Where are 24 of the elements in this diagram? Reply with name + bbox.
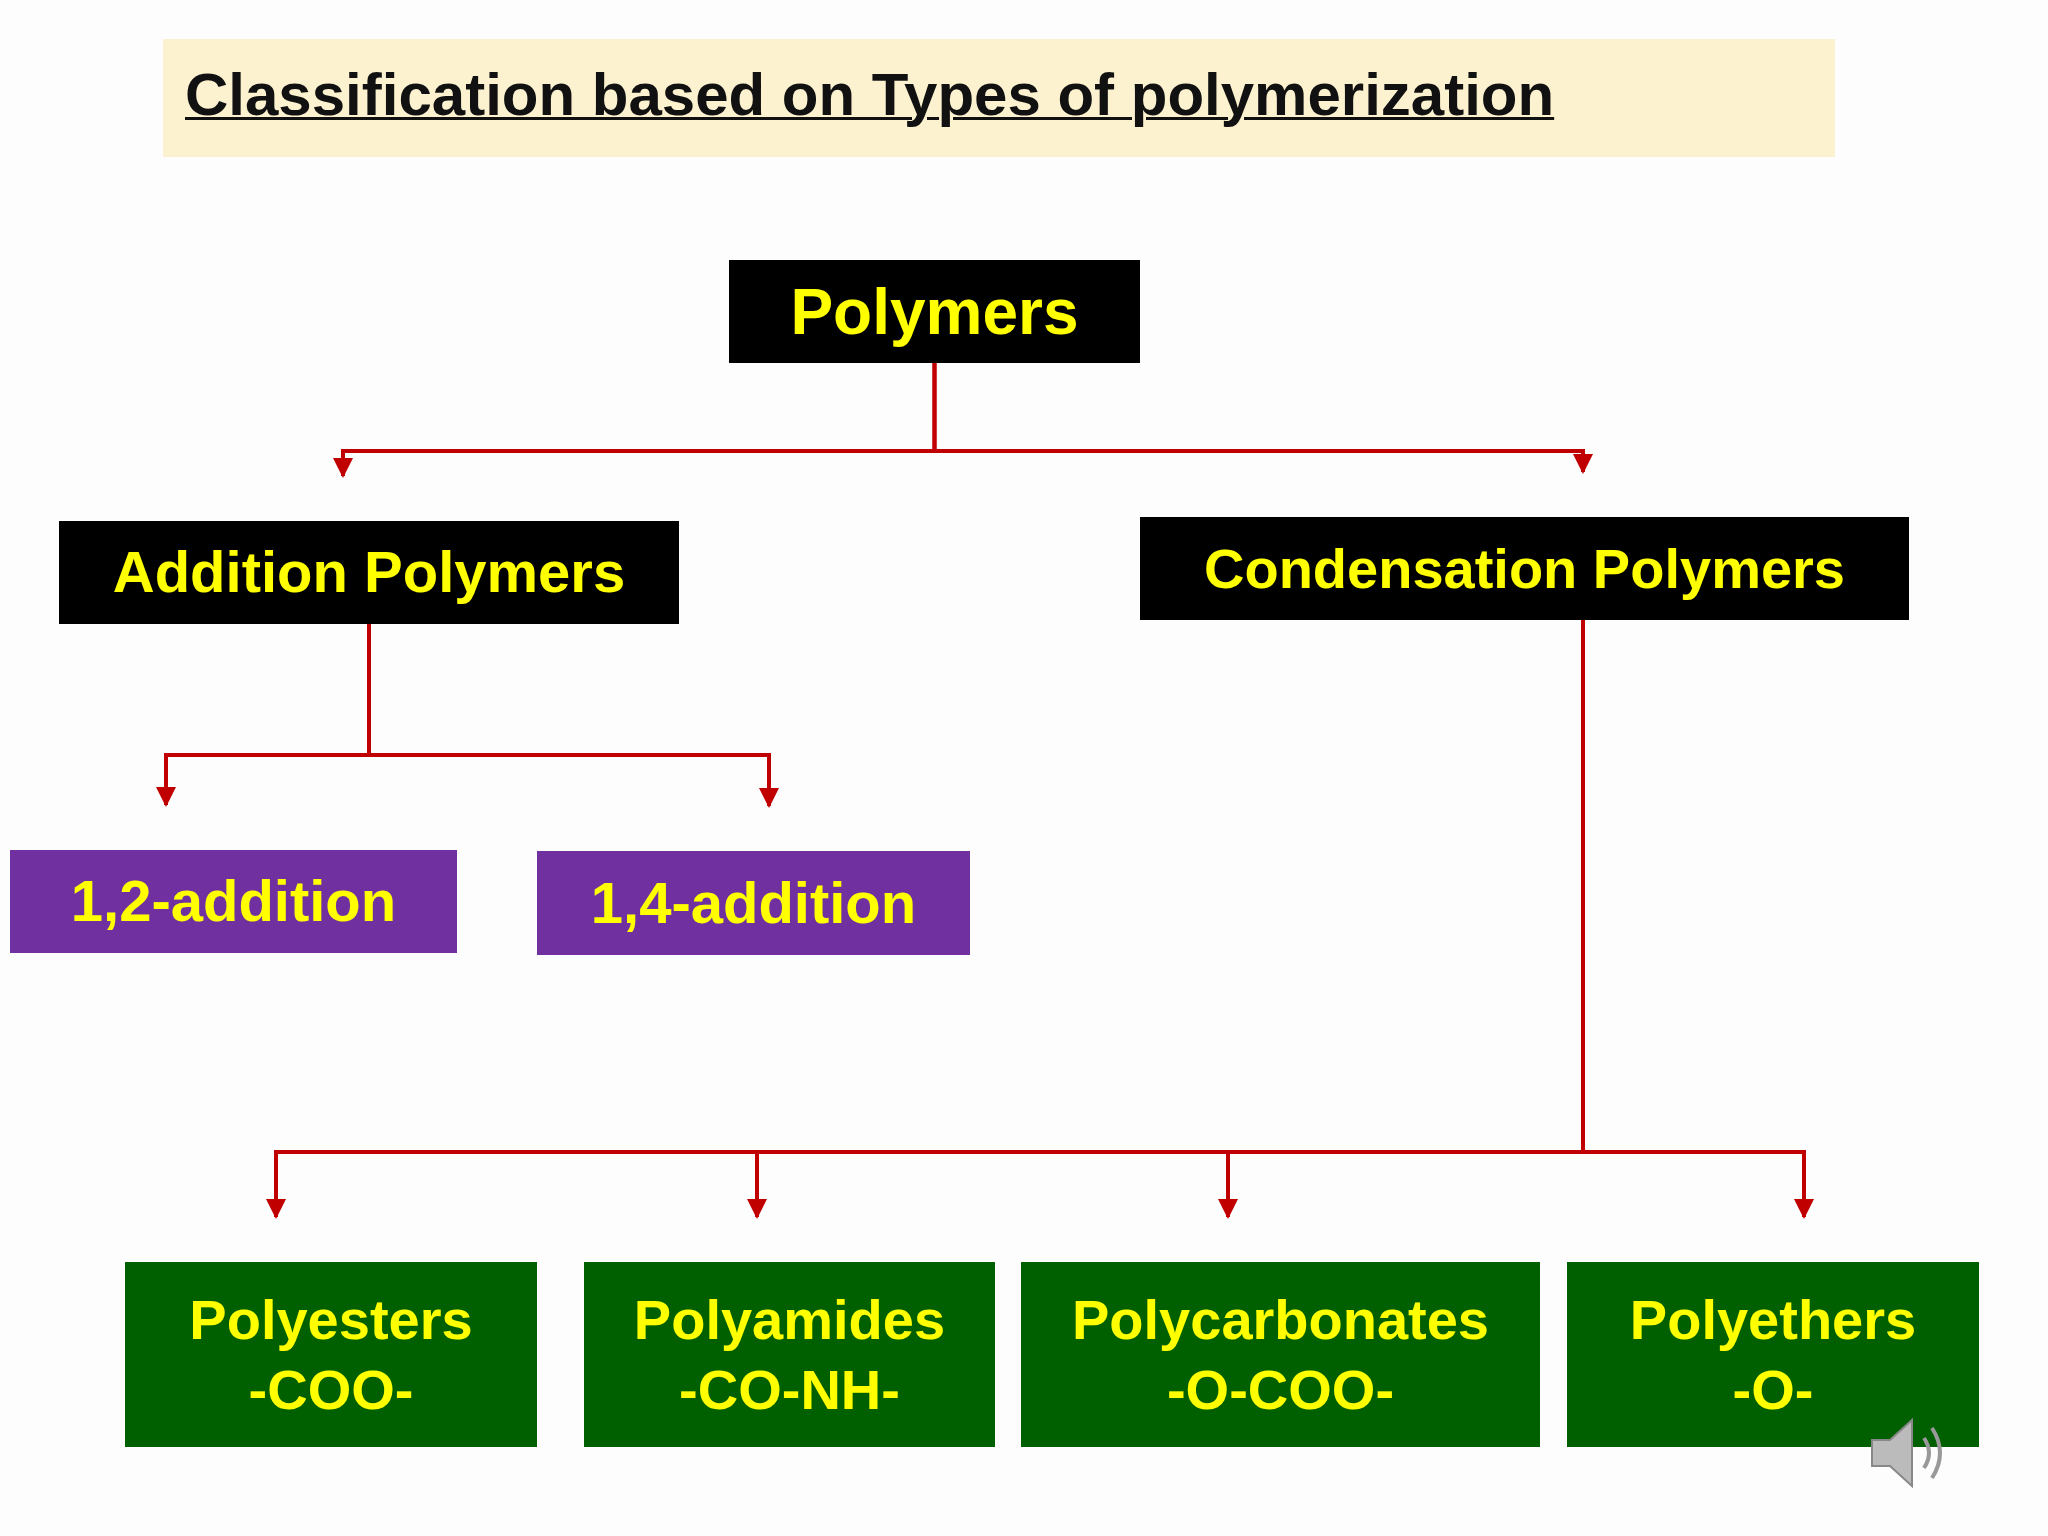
category-box [59,521,679,624]
node-label: Polyethers [1629,1286,1917,1353]
node-label: 1,2-addition [70,867,397,936]
node-label: Polycarbonates [1071,1286,1489,1353]
node-label: 1,4-addition [590,868,917,937]
node-label: Polymers [790,274,1079,350]
functional-group-label: -O- [1732,1356,1814,1423]
node-label: Condensation Polymers [1204,535,1845,602]
functional-group-label: -O-COO- [1166,1356,1395,1423]
node-label: Polyesters [189,1286,473,1353]
root-box [729,260,1140,363]
category-box [1140,517,1909,620]
subtype-box [537,851,970,955]
subtype-box [1021,1262,1540,1447]
arrow [932,363,1593,474]
subtype-box [10,850,457,953]
functional-group-label: -CO-NH- [679,1356,900,1423]
subtype-box [125,1262,537,1447]
subtype-box [1567,1262,1979,1447]
title: Classification based on Types of polymerization [185,60,1555,129]
functional-group-label: -COO- [248,1356,414,1423]
node-label: Addition Polymers [112,538,626,607]
node-label: Polyamides [633,1286,946,1353]
subtype-box [584,1262,995,1447]
